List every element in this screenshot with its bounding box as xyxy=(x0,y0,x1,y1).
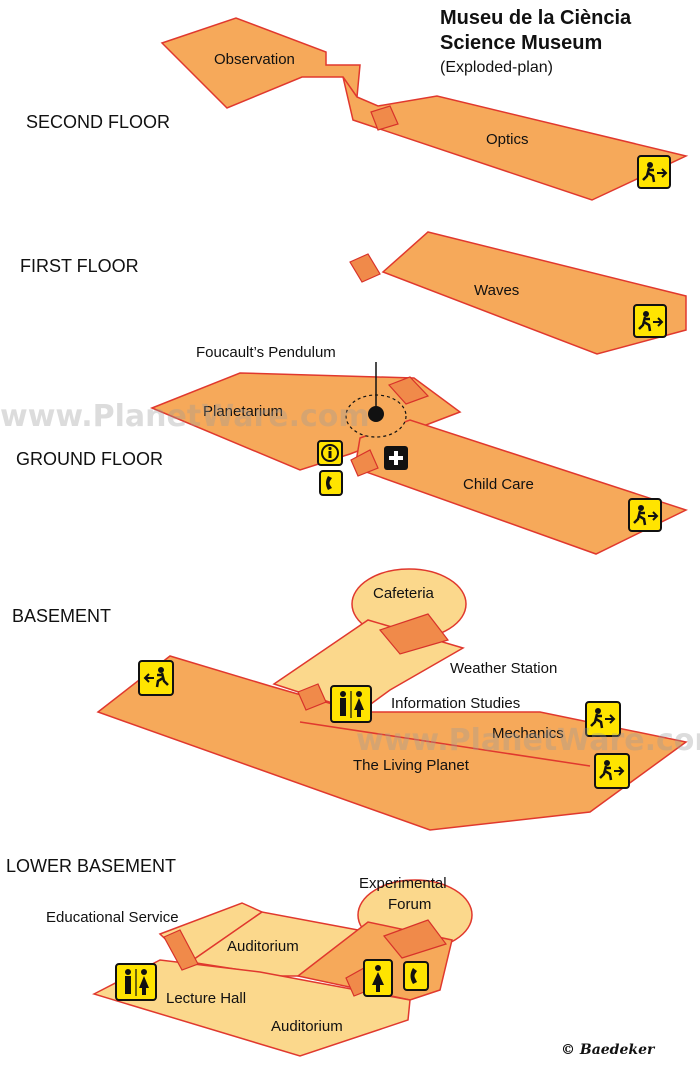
stairs-first xyxy=(349,253,381,283)
stairs-second xyxy=(370,105,399,131)
first-aid-icon xyxy=(384,446,408,470)
stairs-educational xyxy=(163,929,199,971)
room-living-planet xyxy=(96,655,688,831)
restroom-icon xyxy=(115,963,157,1001)
floor-label-first: FIRST FLOOR xyxy=(20,256,139,276)
exit-icon xyxy=(633,304,667,338)
divider-line xyxy=(299,721,591,767)
floor-label-ground: GROUND FLOOR xyxy=(16,449,163,469)
label-educational-service: Educational Service xyxy=(46,909,179,926)
exit-icon xyxy=(594,753,630,789)
second-floor: Observation Optics xyxy=(160,17,689,201)
lower-basement-floor: Experimental Forum Educational Service A… xyxy=(46,875,473,1057)
info-icon xyxy=(317,440,343,466)
credit-baedeker: © Baedeker xyxy=(561,1042,656,1058)
floor-label-lower-basement: LOWER BASEMENT xyxy=(6,856,176,876)
stairs-cafeteria xyxy=(378,613,450,655)
label-weather-station: Weather Station xyxy=(450,660,557,677)
title-line-2: Science Museum xyxy=(440,32,602,54)
label-waves: Waves xyxy=(474,282,519,299)
label-foucault-pendulum: Foucault’s Pendulum xyxy=(196,344,336,361)
pendulum-icon xyxy=(368,406,384,422)
floor-label-basement: BASEMENT xyxy=(12,606,111,626)
stairs-ground-lower xyxy=(350,449,379,477)
womens-restroom-icon xyxy=(363,959,393,997)
ground-floor: Foucault’s Pendulum Planetarium Child Ca… xyxy=(150,344,688,555)
watermark-1: www.PlanetWare.com xyxy=(0,399,370,434)
stairs-forum xyxy=(382,919,447,959)
label-auditorium-upper: Auditorium xyxy=(227,938,299,955)
first-floor: Waves xyxy=(349,231,687,355)
exit-icon xyxy=(585,701,621,737)
label-living-planet: The Living Planet xyxy=(353,757,470,774)
exit-icon xyxy=(637,155,671,189)
phone-icon xyxy=(319,470,343,496)
label-mechanics: Mechanics xyxy=(492,725,564,742)
stairs-ground-upper xyxy=(387,376,430,405)
title-line-1: Museu de la Ciència xyxy=(440,7,632,29)
restroom-icon xyxy=(330,685,372,723)
label-information-studies: Information Studies xyxy=(391,695,520,712)
label-experimental-forum-1: Experimental xyxy=(359,875,447,892)
room-lecture-hall xyxy=(92,959,411,1057)
exit-icon xyxy=(138,660,174,696)
room-optics xyxy=(342,76,689,201)
label-observation: Observation xyxy=(214,51,295,68)
basement-floor: Cafeteria Weather Station Information St… xyxy=(96,568,688,831)
label-optics: Optics xyxy=(486,131,529,148)
label-child-care: Child Care xyxy=(463,476,534,493)
exit-icon xyxy=(628,498,662,532)
room-waves xyxy=(381,231,687,355)
room-observation xyxy=(160,17,361,109)
label-auditorium-lower: Auditorium xyxy=(271,1018,343,1035)
label-planetarium: Planetarium xyxy=(203,403,283,420)
phone-icon xyxy=(403,961,429,991)
label-experimental-forum-2: Forum xyxy=(388,896,431,913)
label-lecture-hall: Lecture Hall xyxy=(166,990,246,1007)
stairs-basement xyxy=(297,683,327,711)
label-cafeteria: Cafeteria xyxy=(373,585,435,602)
title-line-3: (Exploded-plan) xyxy=(440,59,553,76)
floor-label-second: SECOND FLOOR xyxy=(26,112,170,132)
watermark-2: www.PlanetWare.com xyxy=(356,723,700,758)
